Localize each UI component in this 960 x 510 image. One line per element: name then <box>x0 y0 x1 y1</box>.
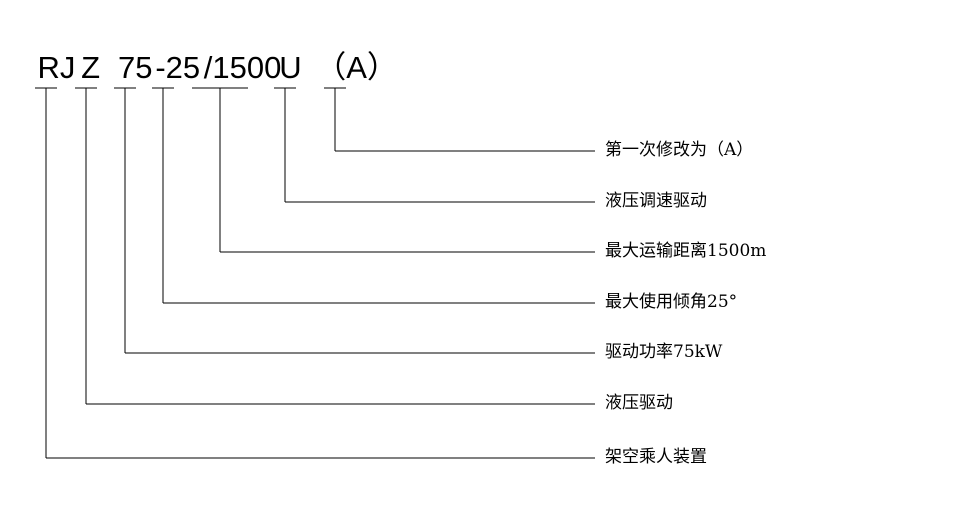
callout-label-equipment-type: 架空乘人装置 <box>605 447 707 467</box>
callout-label-max-incline-angle: 最大使用倾角25° <box>605 292 738 312</box>
callout-label-revision: 第一次修改为（A） <box>605 140 754 160</box>
callout-label-drive-type-variable: 液压调速驱动 <box>605 191 707 211</box>
code-segment-max-incline-angle: -25 <box>155 50 201 85</box>
code-segment-drive-mode: U <box>279 50 302 85</box>
code-segment-drive-power: /1500 <box>203 50 282 85</box>
code-segment-revision: RJ <box>37 50 76 85</box>
callout-label-drive-power: 驱动功率75kW <box>605 342 723 362</box>
callout-label-drive-mode: 液压驱动 <box>605 393 673 413</box>
code-segment-equipment-type: （A） <box>315 50 398 85</box>
code-segment-drive-type-variable: Z <box>81 50 101 85</box>
code-segment-max-transport-distance: 75 <box>118 50 153 85</box>
callout-label-max-transport-distance: 最大运输距离1500m <box>605 241 767 261</box>
